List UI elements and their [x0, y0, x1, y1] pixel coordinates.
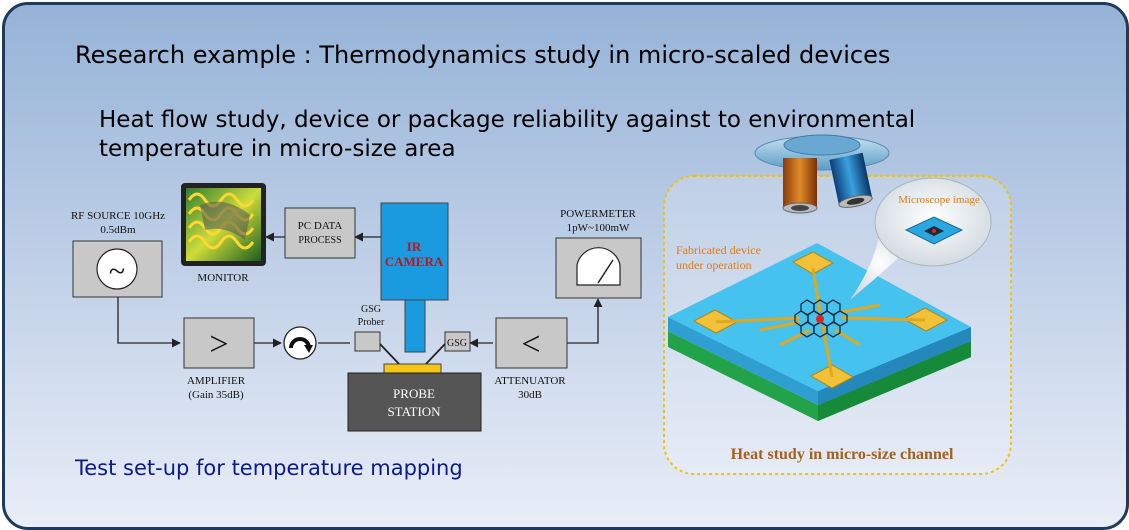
circulator-arrowhead-icon [304, 345, 313, 353]
attenuator-value: 30dB [518, 389, 542, 401]
subtitle-line-1: Heat flow study, device or package relia… [99, 107, 916, 133]
probe-needle-right [423, 343, 446, 367]
ir-camera-label-1: IR [407, 239, 422, 254]
rf-to-amplifier-line [117, 297, 181, 348]
slide-subtitle: Heat flow study, device or package relia… [99, 106, 915, 164]
contact-pad-right [902, 307, 949, 332]
slide-title: Research example : Thermodynamics study … [75, 41, 891, 69]
amplifier-box [183, 317, 255, 369]
fabricated-device-label-2: under operation [676, 258, 752, 272]
rf-source-label: RF SOURCE 10GHz [71, 210, 165, 222]
probe-shadow-icon [200, 201, 250, 240]
device-illustration: Microscope image Fabricated device under… [663, 134, 1012, 475]
gauge-needle [597, 259, 614, 284]
gsg-prober-left [354, 331, 381, 352]
device-substrate-side [818, 341, 971, 421]
isolator-circle [283, 326, 317, 360]
hotspot-marker [816, 315, 824, 323]
heat-study-caption: Heat study in micro-size channel [731, 446, 954, 463]
attenuator-label: ATTENUATOR [494, 375, 566, 387]
powermeter-range: 1pW~100mW [567, 222, 630, 234]
amplifier-label: AMPLIFIER [187, 375, 246, 387]
rf-source-dial [96, 248, 138, 290]
gsg-prober-label-1: GSG [361, 304, 381, 315]
signal-lines [117, 232, 603, 348]
contact-pad-top [791, 251, 835, 275]
monitor-label: MONITOR [197, 272, 249, 284]
gsg-prober-right [444, 331, 471, 352]
probe-station-label-1: PROBE [393, 386, 435, 401]
pc-label-line-2: PROCESS [298, 235, 341, 246]
device-under-test [383, 363, 442, 374]
rf-source-power: 0.5dBm [100, 224, 136, 236]
setup-caption: Test set-up for temperature mapping [75, 456, 463, 480]
ir-camera-lens [404, 299, 426, 353]
microscope-objective-orange [782, 158, 818, 214]
gauge-icon [576, 247, 621, 286]
subtitle-line-2: temperature in micro-size area [99, 136, 456, 162]
ir-camera-body [380, 202, 449, 301]
thumbnail-hotspot [932, 229, 936, 233]
probe-needle-left [379, 343, 402, 367]
fabricated-device-label-1: Fabricated device [676, 243, 761, 257]
attenuator-to-powermeter-line [567, 298, 603, 344]
probe-station-box [347, 372, 482, 432]
circulator-arrow-icon [289, 337, 311, 349]
powermeter-label: POWERMETER [560, 208, 636, 220]
sine-icon: ~ [109, 255, 125, 288]
microscope-image-label: Microscope image [898, 194, 980, 206]
amplifier-symbol: > [209, 326, 228, 363]
pc-data-process-box [284, 207, 356, 259]
attenuator-box [495, 317, 568, 369]
test-setup-diagram: RF SOURCE 10GHz 0.5dBm ~ MONITOR PC DATA… [71, 183, 642, 432]
microscope-turret [783, 134, 861, 156]
gsg-prober-label-2: Prober [358, 317, 385, 328]
ir-camera-label-2: CAMERA [385, 254, 444, 269]
pc-label-line-1: PC DATA [298, 220, 343, 232]
amplifier-gain: (Gain 35dB) [188, 389, 244, 401]
gsg-label: GSG [447, 338, 467, 349]
probe-station-label-2: STATION [387, 404, 441, 419]
microscope-objective-blue [829, 152, 873, 208]
attenuator-symbol: < [521, 326, 540, 363]
